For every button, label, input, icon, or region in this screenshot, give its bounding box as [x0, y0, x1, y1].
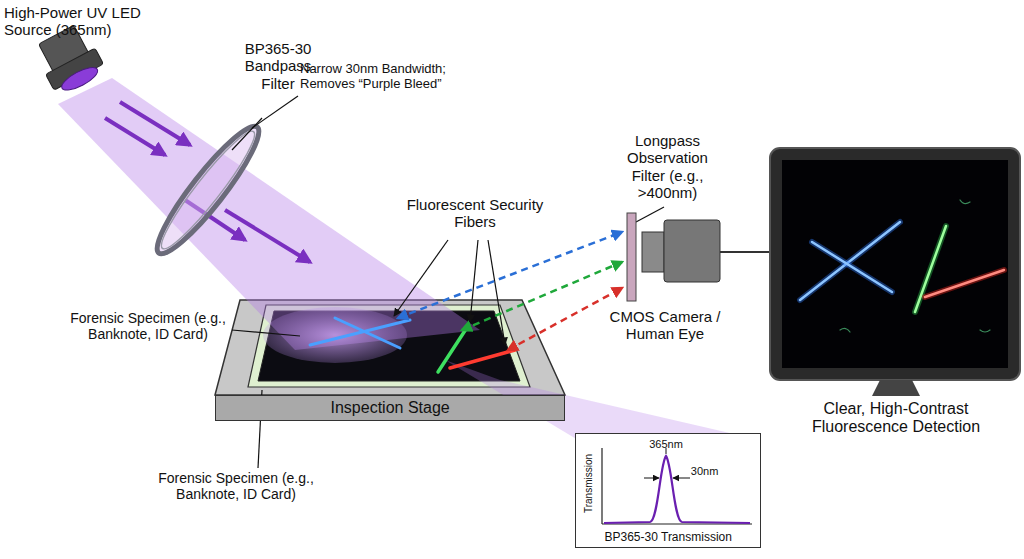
stage-name: Inspection Stage	[331, 399, 450, 417]
security-fibers	[310, 318, 515, 372]
chart-title: BP365-30 Transmission	[605, 530, 732, 544]
camera-cable	[720, 251, 770, 253]
transmission-inset: 365nm 30nm TransmissionBP365-30 Transmissi…	[575, 433, 761, 548]
transmission-curve	[576, 434, 759, 546]
cmos-camera	[664, 220, 720, 282]
filter-rim	[153, 124, 263, 255]
bandwidth-label: 30nm	[691, 465, 719, 477]
axis-label: Transmission	[583, 454, 594, 513]
specimen-label: Forensic Specimen (e.g., Banknote, ID Ca…	[62, 310, 234, 342]
stage-front: Inspection Stage	[215, 395, 565, 421]
specimen-frame	[248, 305, 530, 387]
longpass-filter	[627, 213, 636, 301]
fibers-label: Fluorescent Security Fibers	[405, 196, 545, 231]
bandpass-filter	[146, 117, 270, 263]
source-label: High-Power UV LED Source (365nm)	[4, 4, 164, 39]
uv-beam	[58, 78, 480, 350]
fluorescence-rays	[398, 232, 622, 350]
monitor-stand	[872, 380, 920, 396]
camera-lens	[642, 232, 664, 272]
beam-arrows	[105, 102, 310, 262]
filter-note: Narrow 30nm Bandwidth; Removes “Purple B…	[300, 62, 475, 92]
screen-fibers	[800, 200, 1004, 332]
monitor	[770, 148, 1020, 380]
detection-caption: Clear, High-Contrast Fluorescence Detect…	[785, 400, 1007, 437]
peak-label: 365nm	[649, 438, 683, 450]
monitor-screen	[782, 160, 1008, 368]
longpass-label: Longpass Observation Filter (e.g., >400n…	[610, 132, 725, 201]
camera-label: CMOS Camera / Human Eye	[600, 308, 730, 343]
specimen-label: Forensic Specimen (e.g., Banknote, ID Ca…	[150, 470, 322, 502]
